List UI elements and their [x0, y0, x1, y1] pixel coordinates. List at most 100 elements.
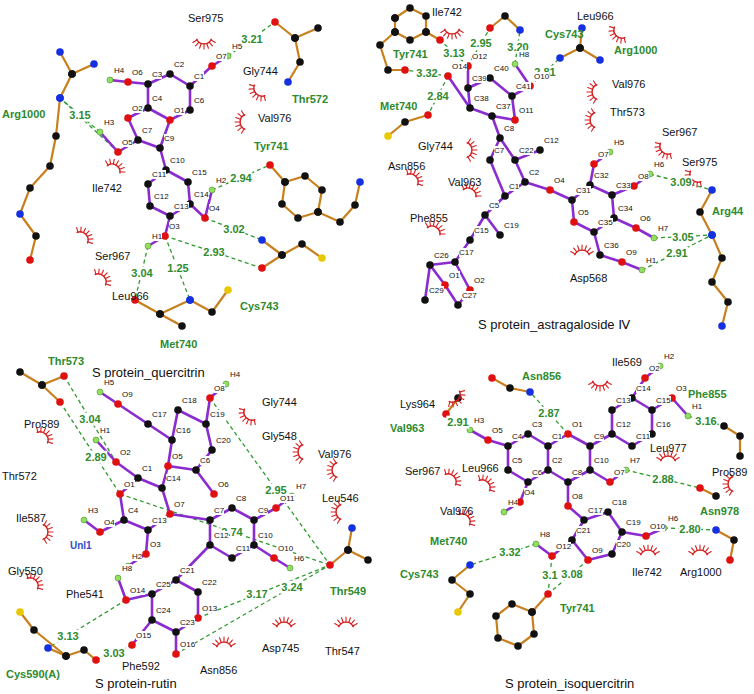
- atom-label: C10: [258, 531, 273, 540]
- atom-label: O5: [578, 208, 589, 217]
- residue-atom: [726, 556, 734, 564]
- distance-label: 3.24: [280, 581, 303, 594]
- atom-label: O1: [449, 271, 460, 280]
- hydrophobic-contact-spoke: [474, 188, 478, 191]
- hydrophobic-contact-spoke: [36, 577, 40, 581]
- residue-label: Ile569: [612, 356, 642, 369]
- ligand-atom: [250, 516, 258, 524]
- hydrophobic-contact-arc: [217, 642, 232, 647]
- residue-atom: [422, 12, 430, 20]
- ligand-bond: [100, 132, 118, 152]
- atom-label: C15: [474, 226, 489, 235]
- hydrophobic-contact-spoke: [106, 284, 111, 285]
- distance-label: 2.87: [537, 407, 560, 420]
- ligand-bond: [152, 580, 176, 594]
- residue-atom: [278, 251, 286, 259]
- residue-atom: [454, 608, 462, 616]
- residue-atom: [318, 254, 326, 262]
- hydrophobic-contact-spoke: [700, 182, 701, 187]
- hydrophobic-contact-spoke: [247, 419, 249, 424]
- ligand-atom: [287, 565, 293, 571]
- atom-label: C4: [512, 432, 522, 441]
- residue-atom: [436, 36, 444, 44]
- atom-label: H5: [232, 42, 242, 51]
- ligand-atom: [524, 430, 532, 438]
- hydrophobic-contact-spoke: [609, 27, 614, 28]
- atom-label: C10: [594, 456, 609, 465]
- hbond-residue-label: Met740: [430, 535, 467, 548]
- atom-label: C17: [152, 410, 167, 419]
- residue-atom: [494, 634, 502, 642]
- ligand-atom: [186, 106, 194, 114]
- hydrophobic-contact-spoke: [120, 171, 125, 172]
- residue-atom: [208, 308, 216, 316]
- hydrophobic-contact-spoke: [449, 402, 450, 407]
- atom-label: O15: [136, 631, 151, 640]
- atom-label: C15: [656, 396, 671, 405]
- atom-label: C6: [200, 456, 210, 465]
- hydrophobic-contact-spoke: [578, 246, 580, 251]
- atom-label: H4: [114, 66, 124, 75]
- hbond-residue-label: Thr549: [330, 585, 366, 598]
- ligand-atom: [209, 187, 215, 193]
- residue-atom: [696, 484, 704, 492]
- atom-label: C16: [656, 420, 671, 429]
- hydrophobic-contact-spoke: [613, 36, 617, 40]
- ligand-bond: [148, 424, 172, 440]
- atom-label: C6: [532, 468, 542, 477]
- ligand-atom: [586, 466, 594, 474]
- ligand-atom: [97, 389, 103, 395]
- distance-label: 2.91: [665, 247, 688, 260]
- hydrophobic-contact-spoke: [470, 520, 475, 522]
- hydrophobic-contact-spoke: [468, 139, 471, 143]
- atom-label: H7: [296, 482, 306, 491]
- residue-atom: [16, 368, 24, 376]
- ligand-atom: [96, 528, 104, 536]
- hydrophobic-contact-arc: [575, 250, 590, 255]
- atom-label: C13: [174, 202, 189, 211]
- residue-atom: [56, 94, 64, 102]
- residue-bond: [275, 22, 295, 38]
- residue-atom: [348, 524, 356, 532]
- residue-atom: [492, 612, 500, 620]
- residue-atom: [488, 374, 496, 382]
- residue-atom: [296, 58, 304, 66]
- ligand-atom: [501, 192, 509, 200]
- residue-label: Ser967: [662, 126, 697, 139]
- contact-layer: [27, 27, 734, 648]
- ligand-atom: [590, 228, 598, 236]
- distance-label: 3.16: [694, 415, 717, 428]
- ligand-atom: [148, 616, 156, 624]
- hydrophobic-contact-arc: [641, 550, 656, 555]
- hydrophobic-contact-spoke: [193, 40, 197, 43]
- distance-label: 2.84: [426, 90, 449, 103]
- hydrophobic-contact-spoke: [647, 545, 648, 550]
- atom-label: O10: [278, 544, 293, 553]
- ligand-atom: [512, 61, 518, 67]
- residue-atom: [258, 236, 266, 244]
- hydrophobic-contact-arc: [336, 505, 341, 520]
- residue-atom: [281, 178, 289, 186]
- hbond-residue-label: Arg44: [712, 205, 743, 218]
- hydrophobic-contact-spoke: [440, 230, 445, 232]
- atom-layer: [16, 4, 744, 664]
- hbond-line: [626, 470, 700, 488]
- hbond-line: [60, 98, 118, 152]
- atom-label: C23: [180, 618, 195, 627]
- atom-label: C2: [174, 60, 184, 69]
- distance-label: 2.89: [84, 451, 107, 464]
- hbond-residue-label: Arg1000: [614, 44, 657, 57]
- atom-label: O12: [472, 52, 487, 61]
- atom-label: H6: [294, 554, 304, 563]
- ligand-atom: [451, 258, 459, 266]
- atom-label: H2: [132, 552, 142, 561]
- ligand-atom: [639, 267, 645, 273]
- residue-atom: [376, 41, 384, 49]
- ligand-atom: [648, 406, 656, 414]
- hydrophobic-contact-spoke: [88, 238, 93, 240]
- hydrophobic-contact-spoke: [294, 448, 299, 450]
- hydrophobic-contact-spoke: [589, 382, 593, 385]
- hydrophobic-contact-spoke: [590, 84, 594, 87]
- hydrophobic-contact-arc: [339, 622, 354, 627]
- atom-label: C16: [176, 426, 191, 435]
